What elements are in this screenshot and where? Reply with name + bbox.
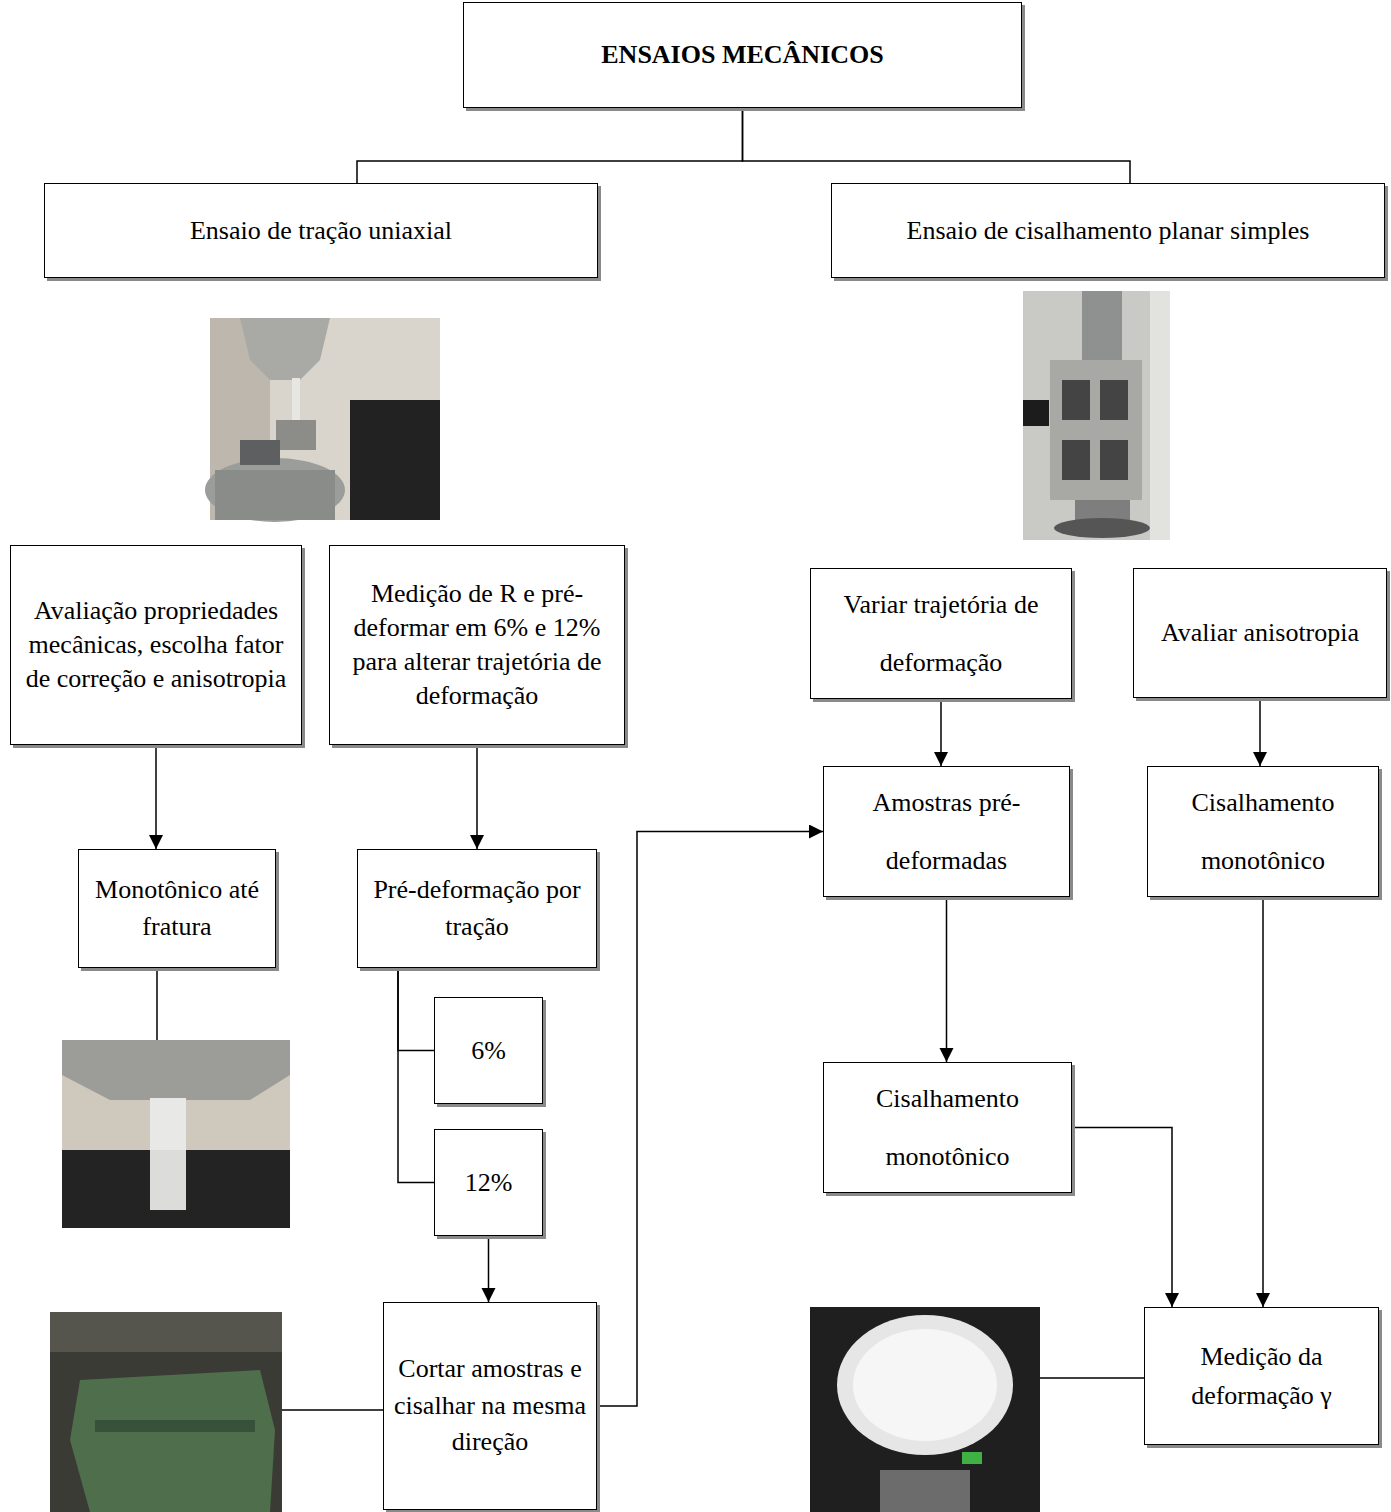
box-text: ENSAIOS MECÂNICOS bbox=[601, 38, 883, 72]
box-text: Avaliação propriedades mecânicas, escolh… bbox=[19, 594, 293, 695]
connector-arrow bbox=[155, 745, 157, 849]
process-box: Medição de R e pré-deformar em 6% e 12% … bbox=[329, 545, 625, 745]
process-box: Avaliação propriedades mecânicas, escolh… bbox=[10, 545, 302, 745]
connector-arrow bbox=[597, 832, 823, 1407]
process-box: Monotônico até fratura bbox=[78, 849, 276, 968]
box-text: Cisalhamento monotônico bbox=[1156, 774, 1370, 888]
connector-line bbox=[743, 108, 1131, 183]
profile-projector-photo bbox=[810, 1307, 1040, 1512]
branch-box: Ensaio de tração uniaxial bbox=[44, 183, 598, 278]
box-text: Cisalhamento monotônico bbox=[832, 1070, 1063, 1184]
connector-arrow bbox=[1259, 698, 1261, 766]
box-text: Amostras pré-deformadas bbox=[832, 774, 1061, 888]
tensile-machine-photo bbox=[205, 318, 440, 522]
box-text: Avaliar anisotropia bbox=[1161, 604, 1359, 661]
connector-line bbox=[357, 108, 743, 183]
leader-line bbox=[1040, 1377, 1144, 1379]
process-box: Cisalhamento monotônico bbox=[1147, 766, 1379, 897]
process-box: Medição da deformação γ bbox=[1144, 1307, 1379, 1445]
process-box: Cisalhamento monotônico bbox=[823, 1062, 1072, 1193]
box-text: Medição da deformação γ bbox=[1153, 1337, 1370, 1415]
box-text: Pré-deformação por tração bbox=[366, 872, 588, 945]
leader-line bbox=[282, 1409, 383, 1411]
box-text: Medição de R e pré-deformar em 6% e 12% … bbox=[338, 577, 616, 712]
process-box: Cortar amostras e cisalhar na mesma dire… bbox=[383, 1302, 597, 1510]
process-box: Avaliar anisotropia bbox=[1133, 568, 1387, 698]
connector-line bbox=[398, 968, 434, 1183]
connector-line bbox=[398, 968, 434, 1051]
box-text: Variar trajetória de deformação bbox=[819, 576, 1063, 690]
connector-arrow bbox=[476, 745, 478, 849]
branch-box: Ensaio de cisalhamento planar simples bbox=[831, 183, 1385, 278]
connector-arrow bbox=[1262, 897, 1264, 1307]
box-text: Monotônico até fratura bbox=[87, 872, 267, 945]
value-box: 6% bbox=[434, 997, 543, 1104]
connector-arrow bbox=[488, 1236, 490, 1302]
connector-arrow bbox=[940, 699, 942, 766]
connector-arrow bbox=[1072, 1128, 1172, 1308]
box-text: 6% bbox=[471, 1034, 506, 1068]
box-text: Ensaio de cisalhamento planar simples bbox=[907, 214, 1310, 248]
process-box: Pré-deformação por tração bbox=[357, 849, 597, 968]
process-box: Variar trajetória de deformação bbox=[810, 568, 1072, 699]
title-box: ENSAIOS MECÂNICOS bbox=[463, 2, 1022, 108]
cutting-machine-photo bbox=[50, 1312, 282, 1512]
box-text: Ensaio de tração uniaxial bbox=[190, 214, 452, 248]
process-box: Amostras pré-deformadas bbox=[823, 766, 1070, 897]
box-text: Cortar amostras e cisalhar na mesma dire… bbox=[392, 1351, 588, 1460]
connector-arrow bbox=[946, 897, 948, 1062]
value-box: 12% bbox=[434, 1129, 543, 1236]
box-text: 12% bbox=[465, 1166, 513, 1200]
fractured-specimen-photo bbox=[62, 1040, 290, 1228]
leader-line bbox=[156, 970, 158, 1040]
shear-fixture-photo bbox=[1023, 291, 1170, 540]
